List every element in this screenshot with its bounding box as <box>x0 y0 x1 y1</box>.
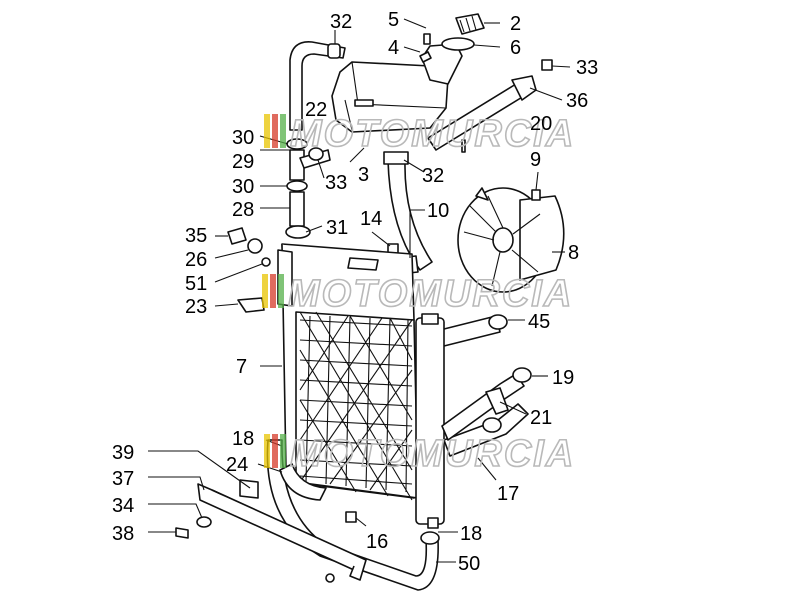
label-30: 30 <box>232 176 254 198</box>
label-22: 22 <box>305 99 327 121</box>
label-35: 35 <box>185 225 207 247</box>
clamp-17 <box>482 417 502 433</box>
label-20: 20 <box>530 113 552 135</box>
screw-38 <box>175 527 189 539</box>
watermark-top: MOTOMURCIA <box>264 112 575 156</box>
hose-28 <box>289 191 305 227</box>
watermark-middle: MOTOMURCIA <box>262 272 573 316</box>
hose-24 <box>279 463 327 501</box>
label-39: 39 <box>112 442 134 464</box>
clamp-32-top <box>327 43 341 59</box>
label-16: 16 <box>366 531 388 553</box>
label-36: 36 <box>566 90 588 112</box>
clamp-32-mid <box>383 151 409 165</box>
clamp-19 <box>512 367 532 383</box>
label-32: 32 <box>422 165 444 187</box>
label-33: 33 <box>576 57 598 79</box>
screw-4 <box>419 51 432 63</box>
sensor-26 <box>247 238 263 254</box>
hose-21 <box>441 373 525 441</box>
label-4: 4 <box>388 37 399 59</box>
label-8: 8 <box>568 242 579 264</box>
label-34: 34 <box>112 495 134 517</box>
label-18: 18 <box>460 523 482 545</box>
clamp-31 <box>285 225 311 239</box>
clamp-30-lower <box>286 180 308 192</box>
washer-51 <box>261 257 271 267</box>
label-18: 18 <box>232 428 254 450</box>
label-24: 24 <box>226 454 248 476</box>
bolt-16 <box>345 511 357 523</box>
label-33: 33 <box>325 172 347 194</box>
support-bracket <box>197 479 367 583</box>
clamp-33-right <box>541 59 553 71</box>
bracket-21 <box>485 387 509 415</box>
bolt-5 <box>423 33 431 45</box>
label-7: 7 <box>236 356 247 378</box>
label-2: 2 <box>510 13 521 35</box>
label-29: 29 <box>232 151 254 173</box>
label-9: 9 <box>530 149 541 171</box>
label-31: 31 <box>326 217 348 239</box>
label-28: 28 <box>232 199 254 221</box>
washer-34 <box>196 516 212 528</box>
label-51: 51 <box>185 273 207 295</box>
label-17: 17 <box>497 483 519 505</box>
label-38: 38 <box>112 523 134 545</box>
watermark-text: MOTOMURCIA <box>288 273 573 315</box>
label-30: 30 <box>232 127 254 149</box>
radiator <box>277 243 445 529</box>
label-3: 3 <box>358 164 369 186</box>
label-14: 14 <box>360 208 382 230</box>
label-26: 26 <box>185 249 207 271</box>
cooling-fan <box>457 187 565 293</box>
label-6: 6 <box>510 37 521 59</box>
watermark-text: MOTOMURCIA <box>290 113 575 155</box>
label-32: 32 <box>330 11 352 33</box>
label-21: 21 <box>530 407 552 429</box>
label-45: 45 <box>528 311 550 333</box>
cap-35 <box>227 227 247 245</box>
expansion-tank <box>331 43 463 133</box>
watermark-text: MOTOMURCIA <box>290 433 575 475</box>
label-23: 23 <box>185 296 207 318</box>
leader-lines <box>148 18 571 563</box>
watermark-bottom: MOTOMURCIA <box>264 432 575 476</box>
elbow-23 <box>237 297 265 313</box>
label-50: 50 <box>458 553 480 575</box>
cap-gasket <box>441 37 475 51</box>
part-labels: 32 5 2 4 6 33 36 22 20 30 29 9 3 32 33 3… <box>112 9 598 575</box>
clamp-18-lower <box>420 531 440 545</box>
clamp-33-left <box>308 147 324 161</box>
label-19: 19 <box>552 367 574 389</box>
label-10: 10 <box>427 200 449 222</box>
clamp-45 <box>488 314 508 330</box>
filler-cap <box>455 13 485 35</box>
bolt-9 <box>531 189 541 201</box>
label-37: 37 <box>112 468 134 490</box>
label-5: 5 <box>388 9 399 31</box>
